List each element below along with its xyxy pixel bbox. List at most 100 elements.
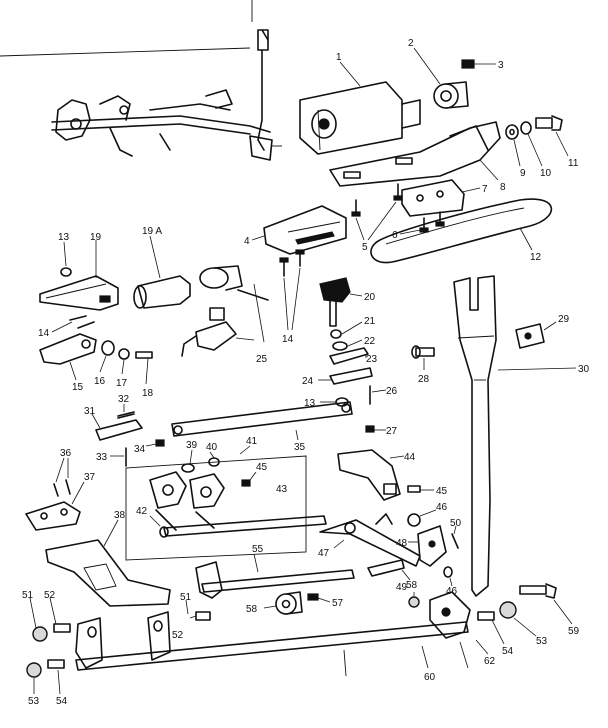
callout-38: 38 [114,510,126,521]
callout-53-left: 53 [28,696,40,707]
callout-18: 18 [142,388,154,399]
screws-14-right [279,249,305,331]
washer-10 [520,121,543,167]
callout-6: 6 [392,230,398,241]
feed-bracket-38 [45,519,171,607]
callout-46-lower: 46 [446,586,458,597]
feed-lever-43 [149,471,225,531]
callout-54-left: 54 [56,696,68,707]
shaft-42 [149,515,327,538]
callout-57: 57 [332,598,344,609]
terminal-block-7 [401,179,481,217]
screw-11 [535,115,569,157]
link-plate-24 [318,367,373,385]
washer-9 [505,124,521,167]
washer-46-upper [407,509,437,527]
callout-13-upper: 13 [58,232,70,243]
callout-29: 29 [558,314,570,325]
callout-labels: 1 2 3 4 5 6 7 8 9 10 11 12 13 13 14 14 1… [22,38,590,707]
link-31 [91,413,143,441]
callout-13-lower: 13 [304,398,316,409]
callout-27: 27 [386,426,398,437]
callout-7: 7 [482,184,488,195]
callout-21: 21 [364,316,376,327]
screw-45-upper [241,471,257,487]
callout-24: 24 [302,376,314,387]
connecting-rod-35 [171,401,353,441]
callout-58-right: 58 [406,580,418,591]
callout-59: 59 [568,626,580,637]
screw-54-left [47,659,65,695]
screws-6 [399,211,445,235]
washer-46-lower [443,566,453,587]
callout-17: 17 [116,378,128,389]
spring-32 [117,404,135,419]
callout-45-lower: 45 [436,486,448,497]
callout-50: 50 [450,518,462,529]
callout-39: 39 [186,440,198,451]
callout-49: 49 [396,582,408,593]
callout-44: 44 [404,452,416,463]
callout-33: 33 [96,452,108,463]
crank-47 [319,513,421,567]
screw-45-lower [407,485,434,493]
light-switch-25 [181,283,265,357]
screw-59 [519,583,573,625]
crank-62 [429,591,489,669]
screw-54-right [477,611,505,645]
light-housing-4 [251,205,347,255]
set-screw-57 [307,593,331,603]
callout-54-right: 54 [502,646,514,657]
callout-34: 34 [134,444,146,455]
callout-45-upper: 45 [256,462,268,473]
callout-19a: 19 A [142,226,162,237]
callout-15: 15 [72,382,84,393]
screw-27 [365,425,386,433]
screw-18 [135,351,153,385]
set-screw-3 [461,59,496,69]
washer-22 [332,339,363,351]
callout-10: 10 [540,168,552,179]
callout-53-right: 53 [536,636,548,647]
callout-35: 35 [294,442,306,453]
callout-11: 11 [568,158,579,169]
callout-4: 4 [244,236,250,247]
lamp-bulb-19a [133,235,191,309]
screw-28 [411,345,435,370]
callout-46-upper: 46 [436,502,448,513]
callout-3: 3 [498,60,504,71]
callout-40: 40 [206,442,218,453]
callout-28: 28 [418,374,430,385]
screw-26 [369,385,387,405]
screws-36 [53,457,71,497]
callout-58-left: 58 [246,604,258,615]
washers-39-40 [181,449,220,473]
link-23 [329,347,369,365]
callout-16: 16 [94,376,106,387]
screw-50 [451,525,459,549]
feed-fork-30 [453,275,577,597]
callout-52-left: 52 [44,590,56,601]
washer-16 [99,340,115,373]
screw-52-middle [185,599,211,621]
callout-9: 9 [520,168,526,179]
callout-36: 36 [60,448,72,459]
callout-41: 41 [246,436,258,447]
motor [299,61,421,155]
callout-48: 48 [396,538,408,549]
callout-31: 31 [84,406,96,417]
callout-52-middle: 52 [172,630,184,641]
callout-42: 42 [136,506,148,517]
bracket-48 [408,525,447,567]
callout-22: 22 [364,336,376,347]
callout-62: 62 [484,656,496,667]
plate-37 [25,481,85,531]
control-knob-20 [319,277,363,327]
lever-15 [39,333,97,381]
nut-53-right [499,601,537,637]
callout-19: 19 [90,232,102,243]
nut-53-left [26,662,42,694]
callout-20: 20 [364,292,376,303]
cover-plate-19 [39,240,119,311]
